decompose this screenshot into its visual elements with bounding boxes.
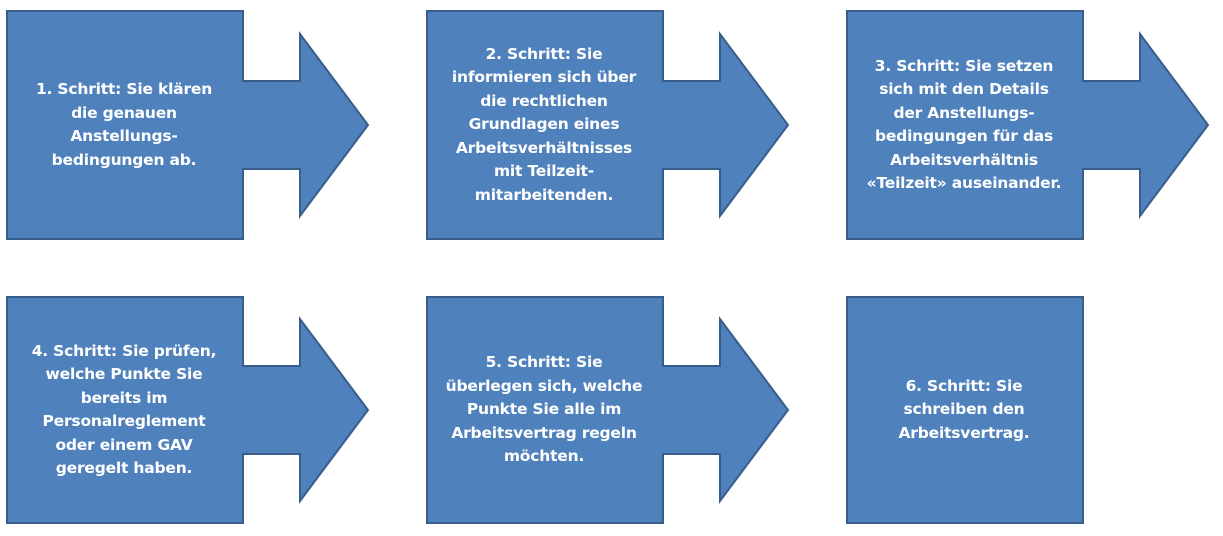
- step-5-label: 5. Schritt: Sie überlegen sich, welche P…: [445, 353, 643, 466]
- step-2-shape: 2. Schritt: Sie informieren sich über di…: [426, 10, 790, 240]
- step-box-shape: [846, 296, 1084, 524]
- step-arrow-shape: [846, 10, 1210, 240]
- step-1-shape: 1. Schritt: Sie klären die genauen Anste…: [6, 10, 370, 240]
- step-4-shape: 4. Schritt: Sie prüfen, welche Punkte Si…: [6, 296, 370, 524]
- step-arrow-shape: [426, 10, 790, 240]
- step-5-shape: 5. Schritt: Sie überlegen sich, welche P…: [426, 296, 790, 524]
- step-4-label: 4. Schritt: Sie prüfen, welche Punkte Si…: [31, 341, 217, 478]
- step-2-label: 2. Schritt: Sie informieren sich über di…: [451, 44, 637, 204]
- step-3-shape: 3. Schritt: Sie setzen sich mit den Deta…: [846, 10, 1210, 240]
- step-6-shape: 6. Schritt: Sie schreiben den Arbeitsver…: [846, 296, 1086, 524]
- step-arrow-shape: [6, 296, 370, 524]
- step-arrow-shape: [6, 10, 370, 240]
- step-6-label: 6. Schritt: Sie schreiben den Arbeitsver…: [898, 376, 1030, 442]
- step-3-label: 3. Schritt: Sie setzen sich mit den Deta…: [866, 56, 1062, 193]
- step-arrow-shape: [426, 296, 790, 524]
- step-1-label: 1. Schritt: Sie klären die genauen Anste…: [35, 80, 213, 169]
